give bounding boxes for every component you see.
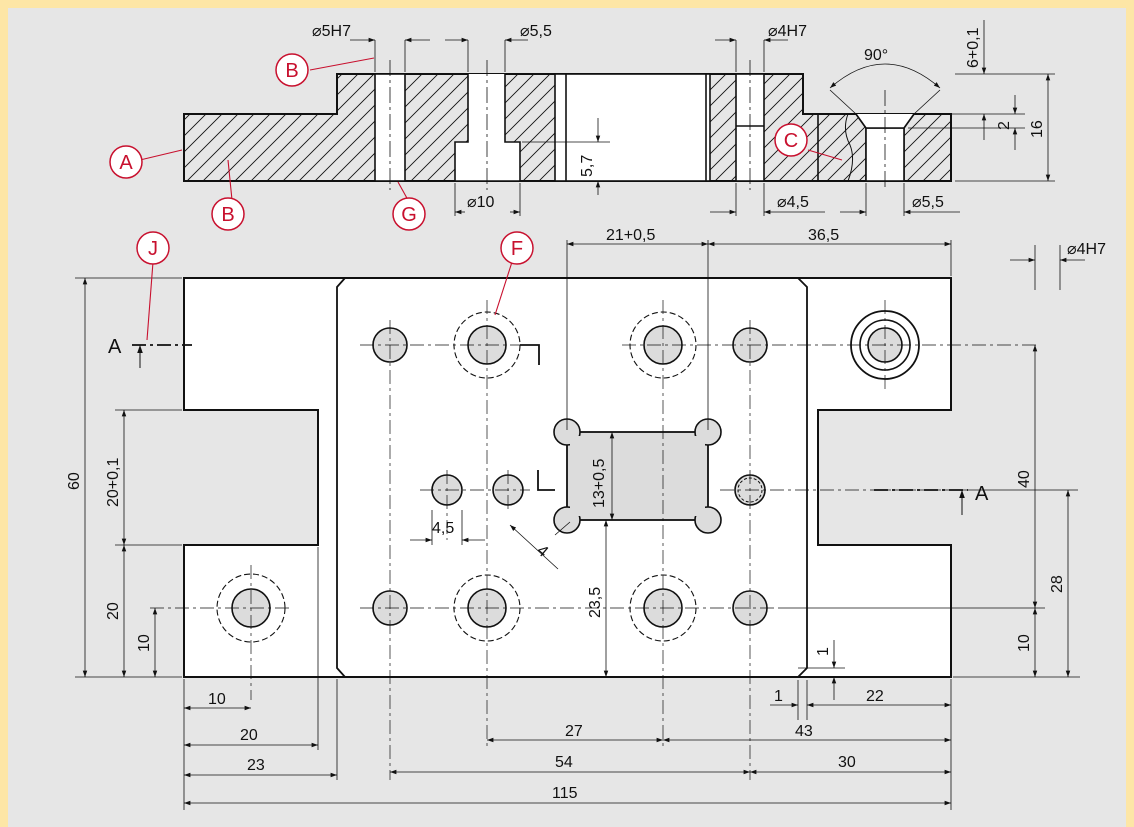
dim-10-b: 10: [208, 691, 226, 708]
dim-20-v: 20: [105, 602, 122, 620]
raised-pad: [336, 277, 808, 678]
callout-b-bottom: B: [221, 204, 234, 226]
dim-tol6: 6+0,1: [965, 27, 982, 68]
dim-1-v: 1: [815, 647, 832, 656]
dim-five7: 5,7: [579, 155, 596, 177]
callout-b-top: B: [285, 60, 298, 82]
dim-54: 54: [555, 754, 573, 771]
callout-c: C: [784, 130, 798, 152]
dim-d4h7-plan: ⌀4H7: [1067, 241, 1106, 258]
central-pocket: [554, 73, 711, 182]
dim-28: 28: [1049, 575, 1066, 593]
dim-angle: 90°: [864, 47, 888, 64]
dim-1-h: 1: [774, 688, 783, 705]
dim-d5-5-bottom: ⌀5,5: [912, 194, 944, 211]
dim-115: 115: [552, 785, 578, 802]
dim-23-5: 23,5: [587, 587, 604, 618]
dim-10-v: 10: [136, 634, 153, 652]
dim-60: 60: [66, 472, 83, 490]
callout-a: A: [119, 152, 133, 174]
dim-sixteen: 16: [1029, 120, 1046, 138]
break-line: [844, 113, 854, 182]
plan-view: [75, 57, 1085, 810]
dim-21: 21+0,5: [606, 227, 655, 244]
callout-j: J: [148, 238, 158, 260]
dim-43: 43: [795, 723, 813, 740]
dim-20-b: 20: [240, 727, 258, 744]
callout-f: F: [511, 238, 523, 260]
dim-10-r: 10: [1016, 634, 1033, 652]
section-mark-left: A: [108, 336, 122, 358]
section-view: [183, 20, 1055, 216]
dim-40: 40: [1016, 470, 1033, 488]
dim-d5-5-top: ⌀5,5: [520, 23, 552, 40]
callout-g: G: [401, 204, 417, 226]
dim-30: 30: [838, 754, 856, 771]
dim-36-5: 36,5: [808, 227, 839, 244]
dim-27: 27: [565, 723, 583, 740]
bore-d5-5-counterbore: [454, 74, 521, 182]
dim-22: 22: [866, 688, 884, 705]
dim-d4-5: ⌀4,5: [777, 194, 809, 211]
dim-4-5: 4,5: [432, 520, 454, 537]
dim-d5h7: ⌀5H7: [312, 23, 351, 40]
section-mark-right: A: [975, 483, 989, 505]
dim-d10: ⌀10: [467, 194, 495, 211]
dim-13: 13+0,5: [591, 459, 608, 508]
dim-two: 2: [996, 121, 1013, 130]
callouts: [109, 53, 808, 265]
dim-23: 23: [247, 757, 265, 774]
dim-d4h7-top: ⌀4H7: [768, 23, 807, 40]
dim-20-tol: 20+0,1: [105, 458, 122, 507]
